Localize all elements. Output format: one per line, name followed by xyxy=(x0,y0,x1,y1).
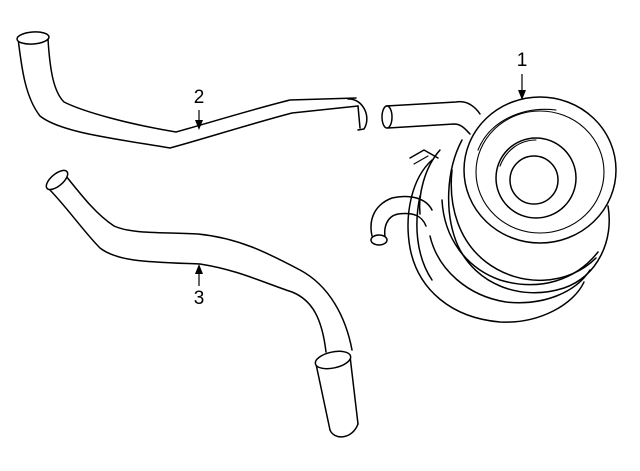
callout-3-arrowhead xyxy=(195,264,203,274)
cooler-front-face xyxy=(463,96,617,244)
cooler-side-pipe-end xyxy=(370,234,388,246)
callout-1-arrowhead xyxy=(518,90,526,100)
callout-3: 3 xyxy=(194,264,205,309)
oil-cooler[interactable] xyxy=(370,96,617,323)
hose-upper[interactable] xyxy=(16,31,368,149)
hose-lower[interactable] xyxy=(43,167,359,438)
hose-lower-top-end xyxy=(45,169,69,191)
callout-3-label: 3 xyxy=(194,288,205,309)
hose-lower-mid-end xyxy=(314,350,352,370)
callout-1-label: 1 xyxy=(517,50,528,71)
hose-upper-top-end xyxy=(16,31,50,45)
cooler-center-boss xyxy=(509,155,559,205)
callout-2-label: 2 xyxy=(194,87,205,108)
cooler-inlet-end xyxy=(381,105,393,129)
callout-2: 2 xyxy=(194,87,205,130)
callout-1: 1 xyxy=(517,50,528,100)
callout-2-arrowhead xyxy=(195,120,203,130)
